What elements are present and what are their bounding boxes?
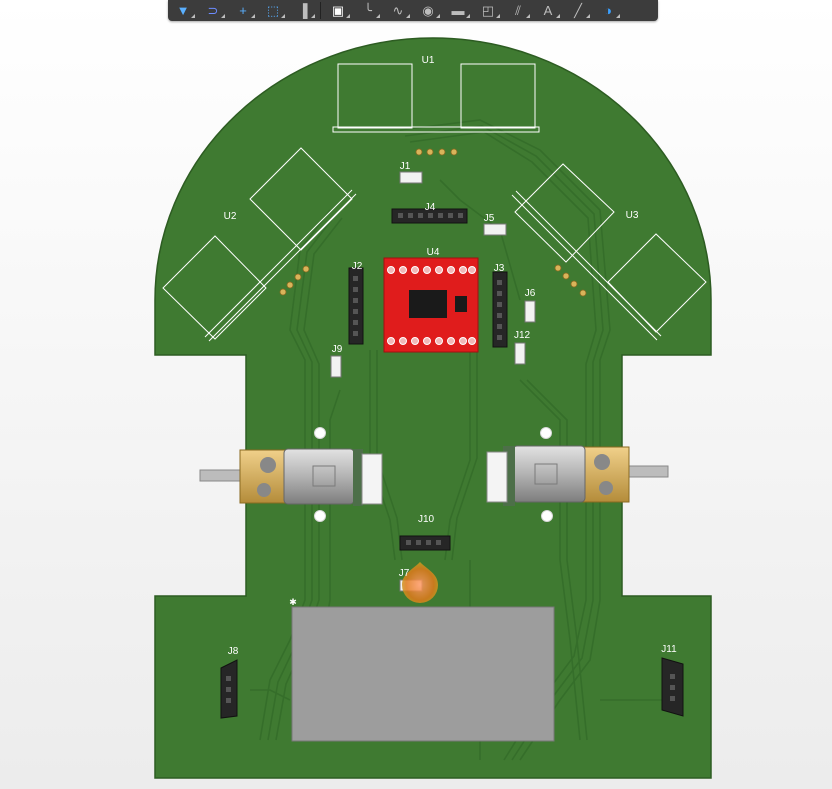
motor-right[interactable]	[486, 445, 669, 506]
pin1-marker: ✱	[289, 597, 297, 607]
refdes-u3: U3	[626, 210, 639, 221]
refdes-u2: U2	[224, 211, 237, 222]
diff-pair-icon[interactable]: ⫽	[503, 0, 533, 21]
3d-view-icon[interactable]: ◑	[593, 0, 623, 21]
polygon-icon[interactable]: ◰	[473, 0, 503, 21]
fill-icon[interactable]: ▬	[443, 0, 473, 21]
pin-headers[interactable]	[220, 208, 684, 719]
mounting-holes	[314, 427, 553, 522]
refdes-j2: J2	[352, 261, 363, 272]
component-icon[interactable]: ▣	[323, 0, 353, 21]
motor-driver-u4[interactable]	[383, 257, 479, 353]
wave-icon[interactable]: ∿	[383, 0, 413, 21]
magnet-icon[interactable]: ⊃	[198, 0, 228, 21]
header-pin-holes	[226, 213, 675, 703]
battery-pack[interactable]	[291, 606, 555, 742]
via-icon[interactable]: ◉	[413, 0, 443, 21]
sensor-u2[interactable]	[162, 147, 357, 342]
refdes-j10: J10	[418, 514, 435, 525]
refdes-j4: J4	[425, 202, 436, 213]
refdes-j8: J8	[228, 646, 239, 657]
filter-icon[interactable]: ▼	[168, 0, 198, 21]
refdes-j3: J3	[494, 263, 505, 274]
refdes-u4: U4	[427, 247, 440, 258]
sensor-u3[interactable]	[511, 163, 707, 341]
text-icon[interactable]: A	[533, 0, 563, 21]
refdes-j5: J5	[484, 213, 495, 224]
refdes-j9: J9	[332, 344, 343, 355]
refdes-j12: J12	[514, 330, 531, 341]
refdes-j7: J7	[399, 568, 410, 579]
crosshair-icon[interactable]: +	[228, 0, 258, 21]
refdes-u1: U1	[422, 55, 435, 66]
sensor-u1[interactable]	[332, 63, 540, 133]
toolbar-separator	[320, 2, 321, 19]
motor-left[interactable]	[199, 448, 383, 506]
bar-graph-icon[interactable]: ▐	[288, 0, 318, 21]
refdes-j1: J1	[400, 161, 411, 172]
copper-traces	[250, 119, 680, 761]
through-hole-pads	[279, 148, 587, 297]
pcb-toolbar: ▼⊃+⬚▐▣╰∿◉▬◰⫽A╱◑	[168, 0, 658, 21]
refdes-j6: J6	[525, 288, 536, 299]
selection-marker-icon[interactable]	[402, 562, 438, 603]
refdes-j11: J11	[661, 644, 677, 655]
pcb-outline	[154, 37, 712, 779]
select-rect-icon[interactable]: ⬚	[258, 0, 288, 21]
line-icon[interactable]: ╱	[563, 0, 593, 21]
route-icon[interactable]: ╰	[353, 0, 383, 21]
